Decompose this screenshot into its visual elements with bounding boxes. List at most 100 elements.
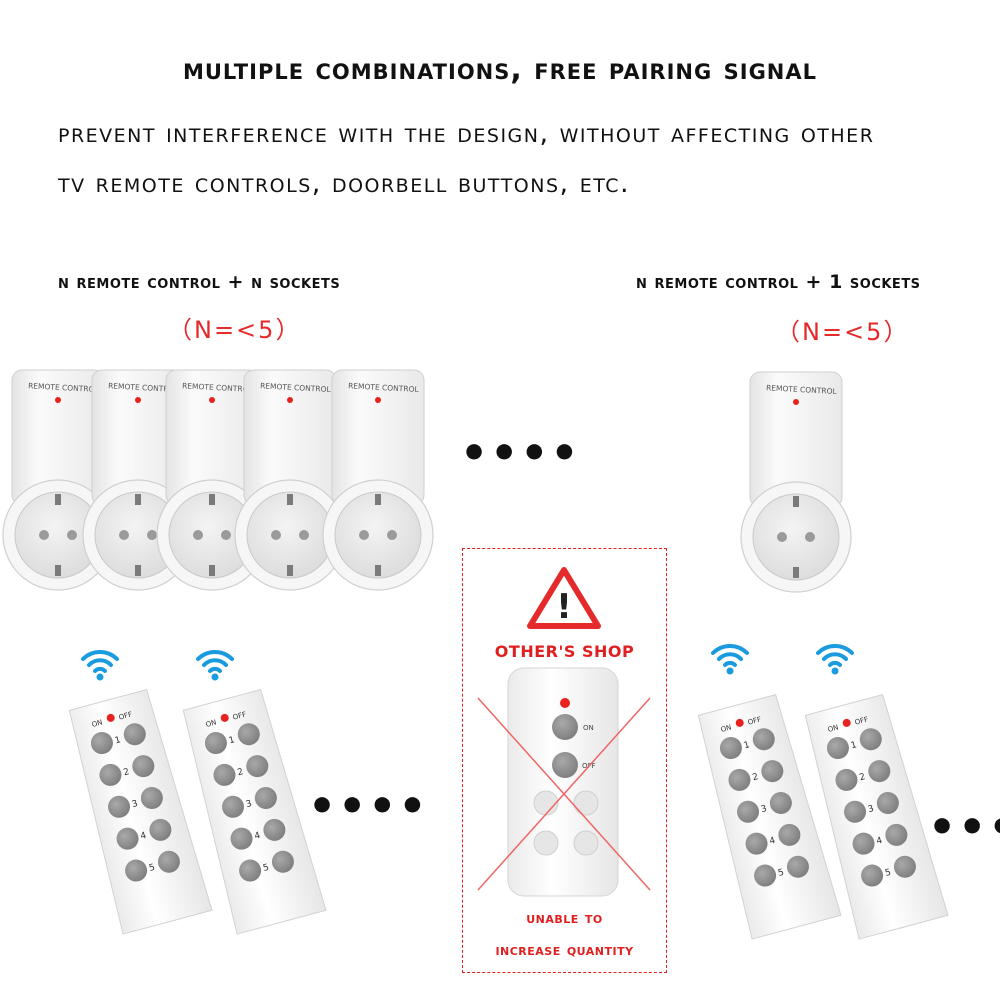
remote-number-4: 4 — [139, 831, 147, 842]
remote-button-on-3 — [108, 795, 131, 818]
remote-button-on-3 — [844, 800, 867, 823]
warning-triangle-shape — [527, 567, 601, 629]
remote-number-3: 3 — [245, 799, 253, 810]
warning-triangle-icon: ! — [527, 567, 601, 629]
remote-button-on-1 — [90, 732, 113, 755]
remote-led — [842, 718, 851, 727]
other-remote-button-4 — [573, 830, 599, 856]
description-line-2: TV remote controls, doorbell buttons, et… — [58, 168, 631, 199]
other-remote-on-button — [552, 714, 578, 740]
remote-number-5: 5 — [884, 868, 892, 879]
left-section-label: n remote control + N sockets — [58, 271, 341, 293]
remote-number-5: 5 — [148, 863, 156, 874]
other-remote-off-button — [552, 752, 578, 778]
remote-button-off-4 — [885, 823, 908, 846]
remote-button-on-2 — [213, 763, 236, 786]
remote-led — [106, 713, 115, 722]
socket-body — [322, 369, 434, 591]
remote-number-2: 2 — [751, 772, 759, 783]
right-section-label: n remote control + 1 sockets — [636, 271, 921, 293]
remote-button-on-4 — [116, 827, 139, 850]
wifi-icon — [711, 643, 749, 677]
remote-number-4: 4 — [875, 836, 883, 847]
remote-button-on-5 — [754, 864, 777, 887]
remote-button-on-4 — [230, 827, 253, 850]
socket-label-text: REMOTE CONTROL — [260, 381, 332, 394]
socket-label-text: REMOTE CONTROL — [348, 381, 420, 394]
remote-button-off-2 — [868, 760, 891, 783]
remote-button-on-5 — [239, 859, 262, 882]
remote-button-off-3 — [876, 791, 899, 814]
cross-line-2 — [477, 697, 651, 891]
remote-button-off-4 — [149, 818, 172, 841]
remote-off-label: OFF — [232, 710, 247, 721]
socket-label-text: REMOTE CONTROL — [182, 381, 254, 394]
socket-label-text: REMOTE CONTROL — [28, 381, 100, 394]
remote-button-on-2 — [99, 763, 122, 786]
socket-left-4: REMOTE CONTROL — [234, 369, 346, 591]
remote-button-on-1 — [204, 732, 227, 755]
remote-number-5: 5 — [262, 863, 270, 874]
more-remotes-dots-left: •••• — [308, 781, 429, 832]
remote-button-on-5 — [861, 864, 884, 887]
wifi-icon — [816, 643, 854, 677]
other-remote-button-2 — [573, 790, 599, 816]
remote-button-on-2 — [728, 768, 751, 791]
remote-button-off-1 — [859, 728, 882, 751]
remote-button-off-5 — [893, 855, 916, 878]
remote-button-off-5 — [271, 850, 294, 873]
warning-exclamation: ! — [556, 587, 572, 627]
remote-number-3: 3 — [131, 799, 139, 810]
remote-on-label: ON — [91, 718, 103, 729]
other-remote-led — [560, 698, 570, 708]
remote-button-off-1 — [752, 728, 775, 751]
remote-button-off-4 — [778, 823, 801, 846]
remote-number-3: 3 — [760, 804, 768, 815]
other-shop-label: OTHER'S SHOP — [494, 642, 635, 661]
remote-button-off-3 — [140, 786, 163, 809]
remote-button-off-3 — [769, 791, 792, 814]
remote-button-on-3 — [222, 795, 245, 818]
socket-left-5: REMOTE CONTROL — [322, 369, 434, 591]
wifi-icon — [196, 649, 234, 683]
remote-button-on-1 — [719, 737, 742, 760]
remote-on-label: ON — [720, 723, 732, 734]
remote-button-on-4 — [745, 832, 768, 855]
remote-button-on-4 — [852, 832, 875, 855]
remote-on-label: ON — [205, 718, 217, 729]
unable-caption-line-1: Unable to — [526, 908, 603, 927]
remote-number-5: 5 — [777, 868, 785, 879]
remote-led — [220, 713, 229, 722]
socket-label-text: REMOTE CONTROL — [766, 383, 838, 396]
remote-number-4: 4 — [253, 831, 261, 842]
socket-right: REMOTE CONTROL — [740, 371, 852, 593]
remote-number-2: 2 — [122, 767, 130, 778]
remote-number-2: 2 — [236, 767, 244, 778]
remote-button-off-2 — [761, 760, 784, 783]
wifi-icon — [81, 649, 119, 683]
remote-button-off-5 — [157, 850, 180, 873]
remote-number-3: 3 — [867, 804, 875, 815]
cross-out-icon — [477, 697, 651, 891]
other-shop-box — [462, 548, 667, 973]
remote-button-off-1 — [237, 723, 260, 746]
remote-button-off-1 — [123, 723, 146, 746]
remote-button-off-2 — [132, 755, 155, 778]
socket-left-1: REMOTE CONTROL — [2, 369, 114, 591]
remote-button-off-5 — [786, 855, 809, 878]
remote-button-off-3 — [254, 786, 277, 809]
right-section-note: （N=<5） — [776, 318, 910, 346]
other-remote-button-1 — [533, 790, 559, 816]
remote-number-4: 4 — [768, 836, 776, 847]
remote-on-label: ON — [827, 723, 839, 734]
remote-number-2: 2 — [858, 772, 866, 783]
socket-left-2: REMOTE CONTROL — [82, 369, 194, 591]
remote-off-label: OFF — [118, 710, 133, 721]
remote-off-label: OFF — [854, 715, 869, 726]
